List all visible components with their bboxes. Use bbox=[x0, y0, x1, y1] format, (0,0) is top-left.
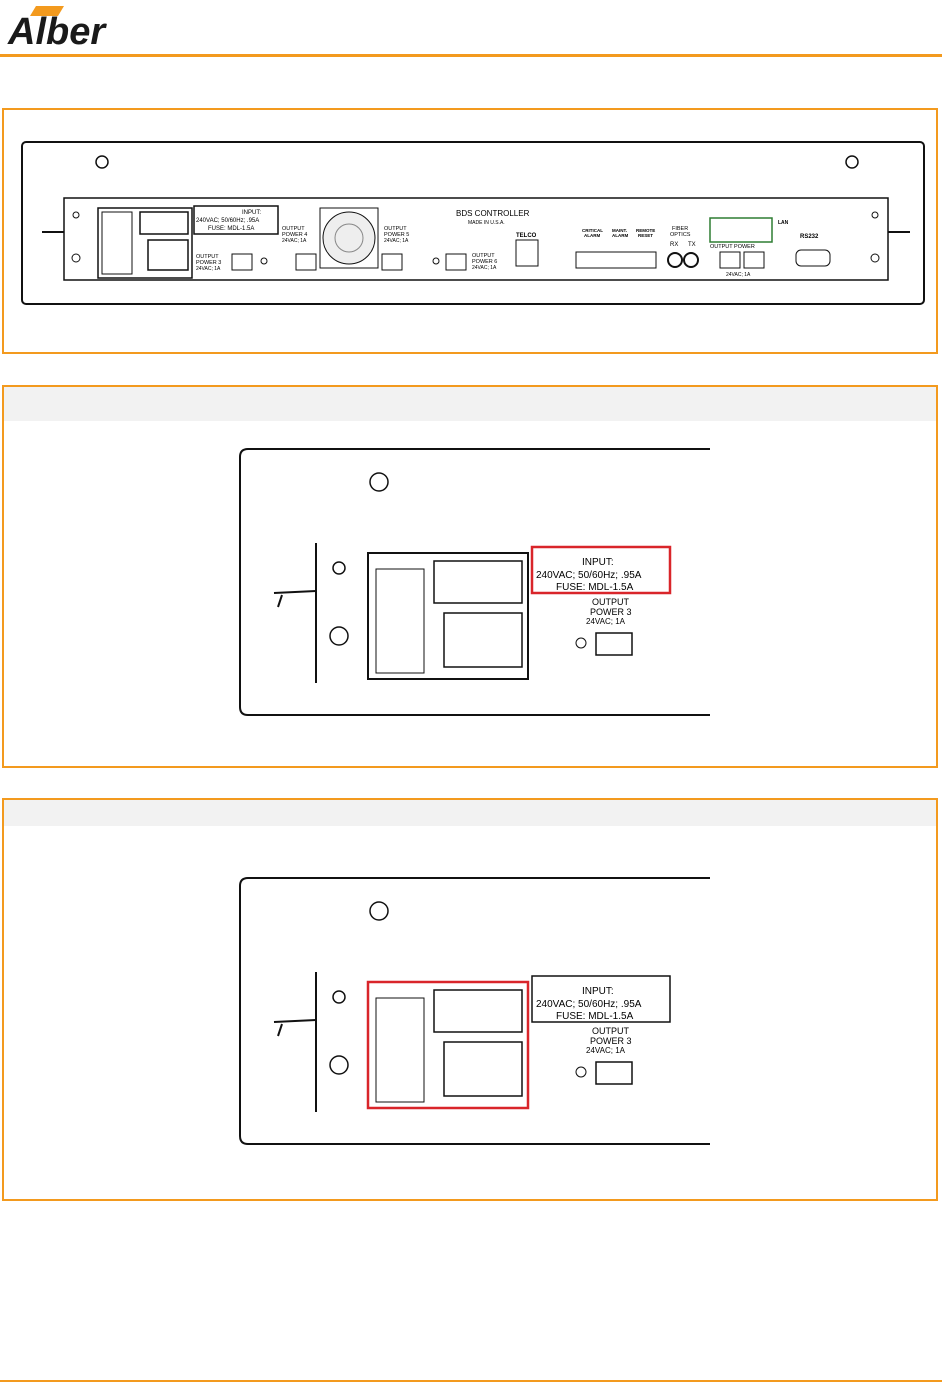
svg-text:POWER 4: POWER 4 bbox=[282, 232, 307, 238]
warning-fuse-text: FUSE: MDL-1.5A bbox=[556, 582, 634, 593]
svg-text:INPUT:: INPUT: bbox=[242, 210, 261, 216]
svg-text:MAINT.: MAINT. bbox=[612, 228, 627, 233]
svg-text:24VAC; 1A: 24VAC; 1A bbox=[726, 272, 751, 278]
svg-text:OUTPUT: OUTPUT bbox=[196, 254, 219, 260]
input-label-detail-diagram: INPUT: 240VAC; 50/60Hz; .95A FUSE: MDL-1… bbox=[239, 448, 710, 716]
detail-input-label: INPUT: 240VAC; 50/60Hz; .95A FUSE: MDL-1… bbox=[2, 385, 938, 768]
svg-text:24VAC; 1A: 24VAC; 1A bbox=[196, 266, 221, 272]
svg-text:INPUT:: INPUT: bbox=[582, 986, 614, 997]
warning-input-text: INPUT: bbox=[582, 557, 614, 568]
rear-panel-diagram: INPUT: 240VAC; 50/60Hz; .95A FUSE: MDL-1… bbox=[21, 141, 925, 305]
svg-text:LAN: LAN bbox=[778, 220, 789, 226]
panel-header-bar bbox=[4, 387, 936, 421]
svg-text:FUSE: MDL-1.5A: FUSE: MDL-1.5A bbox=[208, 226, 254, 232]
svg-text:OPTICS: OPTICS bbox=[670, 232, 691, 238]
svg-text:POWER 3: POWER 3 bbox=[196, 260, 221, 266]
power-inlet-detail-diagram: INPUT: 240VAC; 50/60Hz; .95A FUSE: MDL-1… bbox=[239, 877, 710, 1145]
svg-text:OUTPUT: OUTPUT bbox=[472, 253, 495, 259]
svg-text:24VAC; 1A: 24VAC; 1A bbox=[586, 617, 626, 626]
svg-text:240VAC; 50/60Hz; .95A: 240VAC; 50/60Hz; .95A bbox=[536, 999, 642, 1010]
power-inlet-highlight bbox=[366, 980, 530, 1110]
svg-text:CRITICAL: CRITICAL bbox=[582, 228, 603, 233]
svg-text:TELCO: TELCO bbox=[516, 233, 537, 239]
svg-text:BDS CONTROLLER: BDS CONTROLLER bbox=[456, 209, 530, 218]
svg-text:RESET: RESET bbox=[638, 233, 653, 238]
logo-text: Alber bbox=[7, 11, 107, 50]
svg-text:240VAC; 50/60Hz; .95A: 240VAC; 50/60Hz; .95A bbox=[196, 218, 259, 224]
svg-text:OUTPUT POWER: OUTPUT POWER bbox=[710, 244, 755, 250]
svg-text:MADE IN U.S.A.: MADE IN U.S.A. bbox=[468, 220, 505, 226]
svg-text:24VAC; 1A: 24VAC; 1A bbox=[282, 238, 307, 244]
svg-text:RX: RX bbox=[670, 242, 678, 248]
svg-text:POWER 6: POWER 6 bbox=[472, 259, 497, 265]
svg-text:OUTPUT: OUTPUT bbox=[592, 597, 630, 607]
warning-spec-text: 240VAC; 50/60Hz; .95A bbox=[536, 570, 642, 581]
logo-accent-shape bbox=[30, 6, 64, 16]
svg-text:RS232: RS232 bbox=[800, 234, 819, 240]
svg-text:FUSE: MDL-1.5A: FUSE: MDL-1.5A bbox=[556, 1011, 634, 1022]
header-rule bbox=[0, 54, 942, 57]
svg-text:POWER 5: POWER 5 bbox=[384, 232, 409, 238]
svg-text:REMOTE: REMOTE bbox=[636, 228, 655, 233]
svg-text:OUTPUT: OUTPUT bbox=[384, 226, 407, 232]
detail-power-inlet: INPUT: 240VAC; 50/60Hz; .95A FUSE: MDL-1… bbox=[2, 798, 938, 1201]
svg-text:ALARM: ALARM bbox=[612, 233, 628, 238]
rear-panel-overview: INPUT: 240VAC; 50/60Hz; .95A FUSE: MDL-1… bbox=[2, 108, 938, 354]
input-warning-highlight bbox=[530, 545, 672, 595]
footer-rule bbox=[0, 1380, 942, 1382]
svg-text:TX: TX bbox=[688, 242, 696, 248]
svg-text:OUTPUT: OUTPUT bbox=[592, 1026, 630, 1036]
panel-header-bar bbox=[4, 800, 936, 826]
alber-logo: Alber bbox=[7, 6, 107, 50]
svg-text:24VAC; 1A: 24VAC; 1A bbox=[586, 1046, 626, 1055]
svg-text:POWER 3: POWER 3 bbox=[590, 1036, 632, 1046]
svg-text:OUTPUT: OUTPUT bbox=[282, 226, 305, 232]
svg-text:POWER 3: POWER 3 bbox=[590, 607, 632, 617]
svg-text:24VAC; 1A: 24VAC; 1A bbox=[384, 238, 409, 244]
svg-text:FIBER: FIBER bbox=[672, 226, 688, 232]
svg-text:ALARM: ALARM bbox=[584, 233, 600, 238]
svg-text:24VAC; 1A: 24VAC; 1A bbox=[472, 265, 497, 271]
